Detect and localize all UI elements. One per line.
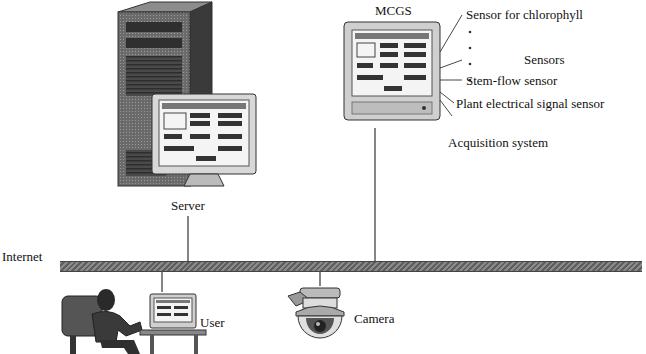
sensor-label: Plant electrical signal sensor [456, 97, 606, 110]
sensor-label: Sensor for chlorophyll [466, 8, 583, 21]
mcgs-box: MCGS [340, 2, 446, 128]
user-box: User [60, 292, 229, 352]
node-label: Camera [354, 312, 394, 326]
sensor-label: Sensors [524, 53, 564, 66]
link-line [161, 272, 162, 292]
link-line [187, 216, 188, 261]
link-line [374, 128, 375, 261]
dome-camera [288, 288, 344, 338]
internet-band: Internet [60, 261, 642, 272]
sensor-label: Stem-flow sensor [466, 74, 557, 87]
network-link [320, 272, 321, 286]
node-label: User [200, 316, 225, 330]
node-label: MCGS [375, 4, 412, 18]
camera-box: Camera [288, 286, 410, 352]
mcgs-monitor [344, 22, 440, 120]
network-link [188, 216, 189, 261]
network-link [162, 272, 163, 292]
network-link [375, 128, 376, 261]
node-label: Server [171, 199, 205, 213]
server-monitor [152, 94, 256, 186]
server-label-box: Server [140, 196, 236, 216]
link-line [319, 272, 320, 286]
user-figure [62, 289, 206, 354]
node-label: Internet [2, 250, 42, 264]
system-label: Acquisition system [448, 136, 548, 149]
